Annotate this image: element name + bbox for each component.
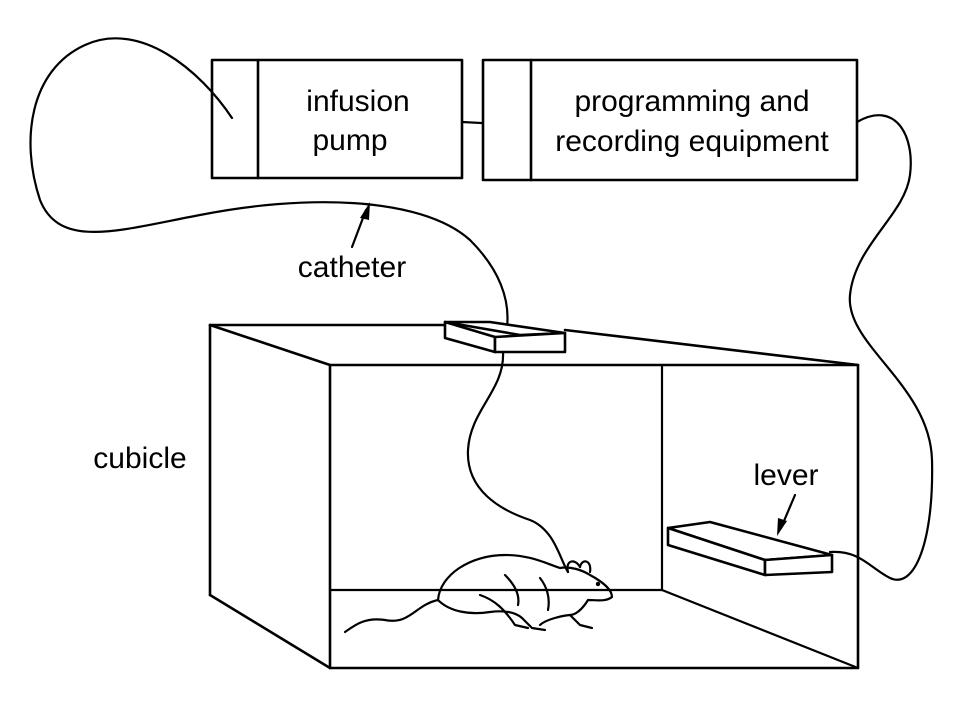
catheter-to-rat	[466, 350, 570, 574]
lever-cable	[828, 114, 934, 581]
cubicle	[208, 323, 860, 670]
programming-recording-equipment-box: programming and recording equipment	[481, 58, 859, 182]
lever[interactable]	[666, 520, 834, 577]
cubicle-label: cubicle	[93, 442, 186, 475]
equipment-label-line2: recording equipment	[555, 125, 829, 158]
catheter-label: catheter	[298, 251, 406, 284]
infusion-pump-label-line1: infusion	[306, 85, 409, 118]
catheter-line	[29, 37, 509, 329]
lever-pointer-arrow	[777, 493, 797, 536]
catheter-swivel-block	[443, 320, 567, 354]
rat	[343, 553, 614, 634]
catheter-pointer-arrow	[350, 202, 370, 249]
equipment-label-line1: programming and	[574, 85, 809, 118]
lever-label: lever	[753, 459, 818, 492]
infusion-pump-label-line2: pump	[312, 124, 387, 157]
infusion-pump-box: infusion pump	[210, 58, 464, 180]
